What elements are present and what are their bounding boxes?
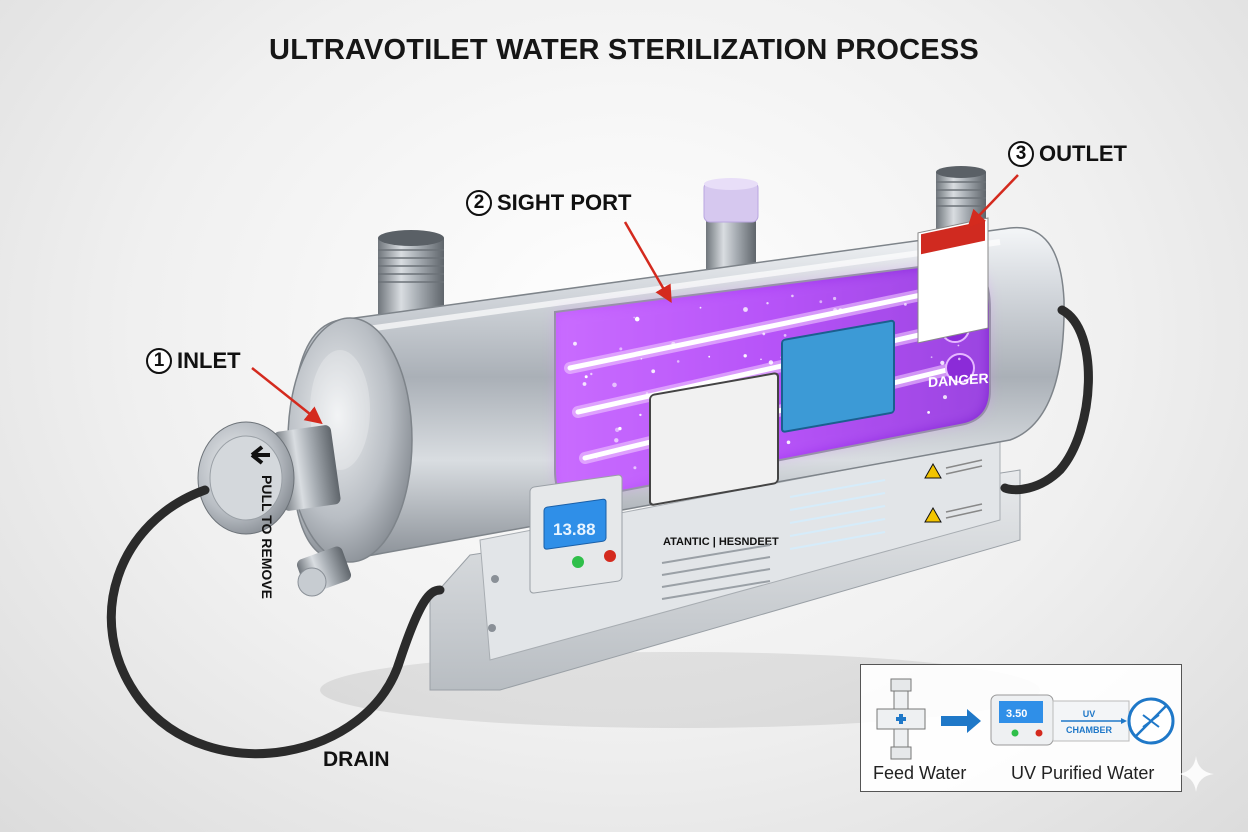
uv-sparkle <box>888 299 891 302</box>
mini-controller-icon: 3.50 <box>990 694 1054 746</box>
uv-sparkle <box>957 344 960 347</box>
uv-sparkle <box>651 369 656 374</box>
uv-sparkle <box>633 316 636 319</box>
uv-sparkle <box>833 296 837 301</box>
sight-port-callout-arrow <box>623 221 672 304</box>
uv-sparkle <box>699 306 702 309</box>
uv-sparkle <box>708 355 711 358</box>
uv-sparkle <box>640 358 643 360</box>
diagram-title: ULTRAVOTILET WATER STERILIZATION PROCESS <box>269 34 979 66</box>
control-panel: 13.88 <box>529 474 623 594</box>
inlet-callout-arrow <box>251 367 323 425</box>
uv-sparkle <box>584 375 588 379</box>
uv-sparkle <box>582 382 587 386</box>
uv-sparkle <box>927 411 930 414</box>
green-button[interactable] <box>572 556 584 568</box>
inlet-cable <box>106 485 445 759</box>
red-button[interactable] <box>604 550 616 562</box>
uv-sparkle <box>958 357 961 361</box>
uv-sparkle <box>943 395 947 400</box>
control-panel-display: 13.88 <box>553 520 596 539</box>
inlet-fitting: PULL TO REMOVE <box>197 421 341 599</box>
uv-sparkle <box>639 413 642 417</box>
outlet-number-badge: 3 <box>1008 141 1034 167</box>
feed-pipe-icon <box>876 678 926 760</box>
sterilized-icon <box>1127 697 1175 745</box>
sight-port-label: SIGHT PORT <box>497 190 632 215</box>
uv-sparkle <box>743 354 747 358</box>
outlet-label: OUTLET <box>1039 141 1127 166</box>
uv-sparkle <box>614 438 619 443</box>
uv-sparkle <box>833 308 837 312</box>
uv-sparkle <box>786 440 791 445</box>
uv-sparkle <box>940 360 945 365</box>
uv-sparkle <box>595 456 598 459</box>
uv-sparkle <box>619 347 623 351</box>
label-plate-brand: ATANTIC | HESNDEET <box>663 536 779 548</box>
sparkle-icon <box>1178 756 1214 792</box>
drain-port <box>296 546 352 597</box>
outlet-cable <box>1000 305 1093 495</box>
label-plate: ATANTIC | HESNDEET <box>649 372 779 600</box>
feed-water-label: Feed Water <box>873 763 967 783</box>
uv-sparkle <box>612 382 617 388</box>
inlet-number-badge: 1 <box>146 348 172 374</box>
end-cap-label: PULL TO REMOVE <box>259 475 275 599</box>
uv-sparkle <box>904 303 907 306</box>
uv-sparkle <box>766 302 769 305</box>
uv-sparkle <box>633 466 637 470</box>
uv-sparkle <box>791 294 794 298</box>
process-flow-graphic: 3.50 UV CHAMBER <box>876 678 1175 760</box>
outlet-callout-arrow <box>967 174 1019 228</box>
drain-label: DRAIN <box>323 748 390 771</box>
flow-arrow-icon <box>941 709 981 733</box>
uv-sparkle <box>768 360 774 365</box>
inset-chamber-line2: CHAMBER <box>1066 725 1112 735</box>
callout-outlet: 3 OUTLET <box>1008 141 1127 167</box>
inset-display: 3.50 <box>1006 708 1027 720</box>
callout-inlet: 1 INLET <box>146 348 241 374</box>
uv-sparkle <box>762 332 766 336</box>
inset-chamber-line1: UV <box>1083 709 1096 719</box>
uv-sparkle <box>671 341 676 346</box>
uv-sparkle <box>645 392 649 395</box>
inlet-label: INLET <box>177 348 241 373</box>
uv-sparkle <box>838 308 843 312</box>
callout-sight-port: 2 SIGHT PORT <box>466 190 631 216</box>
uv-sparkle <box>618 426 622 431</box>
uv-sparkle <box>676 360 680 363</box>
uv-sparkle <box>819 300 823 304</box>
danger-label-header: DANGER <box>928 370 989 390</box>
uv-sparkle <box>590 372 593 376</box>
sight-port-number-badge: 2 <box>466 190 492 216</box>
inlet-top-pipe <box>378 230 444 316</box>
uv-chamber-icon: UV CHAMBER <box>1052 700 1130 742</box>
process-flow-inset: 3.50 UV CHAMBER Feed Water UV Purified W… <box>860 664 1182 792</box>
spec-plate <box>781 319 895 550</box>
uv-sparkle <box>745 374 748 377</box>
uv-sparkle <box>930 356 933 359</box>
uv-sparkle <box>760 358 762 361</box>
uv-sparkle <box>573 341 577 346</box>
uv-sparkle <box>634 316 640 322</box>
uv-sparkle <box>743 307 748 312</box>
sight-port-pipe <box>703 178 759 270</box>
uv-purified-water-label: UV Purified Water <box>1011 763 1155 783</box>
uv-sparkle <box>729 332 733 336</box>
uv-sparkle <box>783 334 787 337</box>
danger-warning-label: DANGER <box>917 217 989 523</box>
